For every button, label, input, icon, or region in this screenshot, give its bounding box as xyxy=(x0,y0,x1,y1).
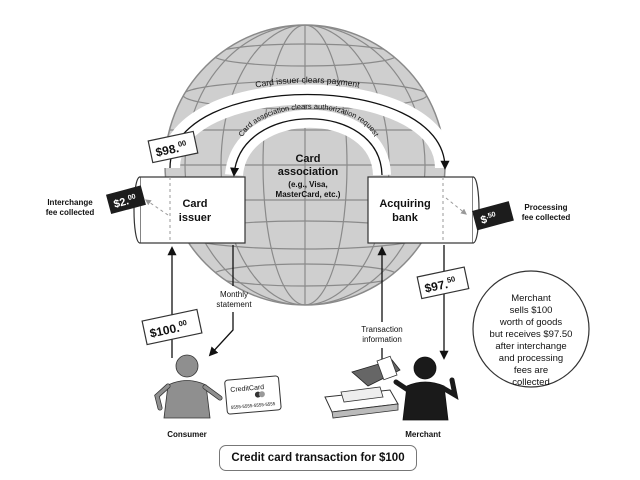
svg-text:Merchant: Merchant xyxy=(511,293,551,304)
transaction-information-label: Transaction information xyxy=(361,325,403,344)
svg-text:(e.g., Visa,: (e.g., Visa, xyxy=(288,180,327,189)
svg-text:information: information xyxy=(362,335,402,344)
svg-text:but receives $97.50: but receives $97.50 xyxy=(490,329,573,340)
consumer-label: Consumer xyxy=(167,430,207,439)
svg-text:Interchange: Interchange xyxy=(47,198,93,207)
arc-label-issuer-clears-payment: Card issuer clears payment xyxy=(254,75,361,90)
card-association: Card association (e.g., Visa, MasterCard… xyxy=(276,153,341,199)
merchant-note: Merchant sells $100 worth of goods but r… xyxy=(472,270,590,388)
svg-text:fee collected: fee collected xyxy=(46,208,95,217)
interchange-fee-label: Interchange fee collected xyxy=(46,198,95,217)
amount-97-50-tag: $97.50 xyxy=(416,266,470,300)
svg-text:Card: Card xyxy=(182,198,207,210)
svg-text:and processing: and processing xyxy=(499,353,563,364)
svg-text:CreditCard: CreditCard xyxy=(230,384,264,394)
svg-text:MasterCard, etc.): MasterCard, etc.) xyxy=(276,190,341,199)
svg-text:statement: statement xyxy=(216,300,252,309)
card-issuer-box: Card issuer xyxy=(133,176,246,244)
svg-text:$100.00: $100.00 xyxy=(148,318,189,341)
svg-text:Monthly: Monthly xyxy=(220,290,248,299)
svg-text:Card: Card xyxy=(295,153,320,165)
amount-98-tag: $98.00 xyxy=(147,130,199,164)
svg-text:fee collected: fee collected xyxy=(522,213,571,222)
svg-text:5555-5555-5555-5555: 5555-5555-5555-5555 xyxy=(231,401,276,410)
processing-fee-label: Processing fee collected xyxy=(522,203,571,222)
globe xyxy=(164,24,446,306)
svg-text:Transaction: Transaction xyxy=(361,325,403,334)
consumer-person-icon xyxy=(154,354,223,419)
processing-fee-tag: $.50 xyxy=(472,201,514,231)
svg-text:Processing: Processing xyxy=(524,203,567,212)
svg-text:$98.00: $98.00 xyxy=(154,138,188,159)
credit-card-icon: CreditCard 5555-5555-5555-5555 xyxy=(224,375,282,415)
svg-text:after interchange: after interchange xyxy=(495,341,566,352)
merchant-person-icon xyxy=(393,356,459,421)
svg-text:fees are: fees are xyxy=(514,365,548,376)
svg-text:Acquiring: Acquiring xyxy=(379,198,430,210)
diagram-caption: Credit card transaction for $100 xyxy=(219,445,417,471)
monthly-statement-label: Monthly statement xyxy=(216,290,252,309)
svg-text:$.50: $.50 xyxy=(479,211,498,227)
card-reader-icon xyxy=(324,386,399,419)
acquiring-bank-box: Acquiring bank xyxy=(367,176,480,244)
svg-text:$97.50: $97.50 xyxy=(423,274,457,295)
merchant-label: Merchant xyxy=(405,430,441,439)
svg-text:issuer: issuer xyxy=(179,212,212,224)
svg-text:sells $100: sells $100 xyxy=(510,305,553,316)
svg-text:$2.00: $2.00 xyxy=(112,193,138,211)
svg-text:bank: bank xyxy=(392,212,419,224)
interchange-fee-tag: $2.00 xyxy=(105,185,146,215)
svg-text:worth of goods: worth of goods xyxy=(499,317,563,328)
svg-text:association: association xyxy=(278,166,339,178)
svg-text:collected: collected xyxy=(512,377,550,388)
amount-100-tag: $100.00 xyxy=(141,308,203,346)
hand-swiping-card-icon xyxy=(351,355,401,387)
